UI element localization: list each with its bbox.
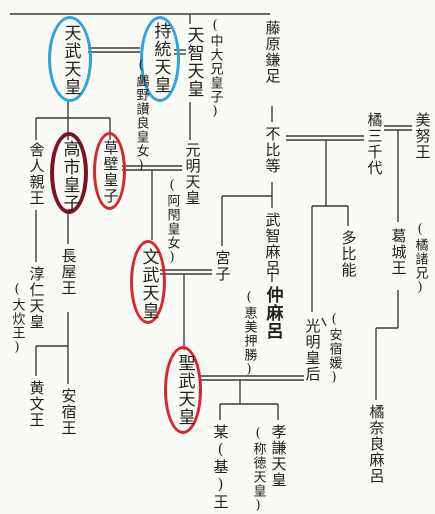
note-jito: (鸕野讃良皇女) [133,58,149,174]
label-asukabe: 安宿王 [59,388,78,436]
note-komyo: (安宿媛) [326,312,342,386]
note-katsuragi: (橘諸兄) [412,222,428,296]
highlight-circle-takechi [50,132,88,214]
note-junnin: (大炊王) [9,282,25,356]
highlight-circle-shomu [164,346,202,434]
label-toneri: 舎人親王 [27,142,46,206]
label-komyo: 光明皇后 [303,318,322,382]
label-genmei: 元明天皇 [183,142,202,206]
label-takechi: 高市皇子 [59,140,80,212]
note-koken: (称徳天皇) [250,426,266,514]
note-nakamaro: (恵美押勝) [241,290,257,378]
label-tahi: 多比能 [339,230,358,278]
label-kusakabe: 草壁皇子 [101,140,120,204]
label-jito: 持統天皇 [150,22,171,94]
label-fuhito: 不比等 [263,126,282,174]
note-tenji: (中大兄皇子) [207,18,223,120]
genealogy-diagram: 天武天皇 持統天皇 (鸕野讃良皇女) 天智天皇 (中大兄皇子) 舎人親王 高市皇… [9,13,432,514]
highlight-circle-tenmu [48,16,92,102]
note-genmei: (阿閇皇女) [164,178,180,266]
label-miyako: 宮子 [213,250,232,282]
label-tenji: 天智天皇 [183,26,204,98]
label-koken: 孝謙天皇 [269,424,288,488]
label-katsuragi: 葛城王 [389,228,408,276]
highlight-circle-kusakabe [93,132,126,210]
label-nakamaro: 仲麻呂 [262,286,283,340]
label-nagaya: 長屋王 [59,248,78,296]
label-boushi: 某(基)王 [211,424,230,510]
label-muchimaro: 武智麻呂 [263,212,282,276]
lineage-lines [10,13,412,420]
label-kamatari: 藤原鎌足 [263,20,282,84]
label-tachibana: 橘三千代 [365,112,384,176]
label-junnin: 淳仁天皇 [27,266,46,330]
highlight-circle-jito [140,16,180,102]
highlight-circle-monmu [130,240,166,324]
label-monmu: 文武天皇 [138,248,159,320]
label-kobun: 黄文王 [27,380,46,428]
label-tenmu: 天武天皇 [60,24,81,96]
label-shomu: 聖武天皇 [174,354,195,426]
label-minu: 美努王 [413,112,432,160]
label-naramaro: 橘奈良麻呂 [367,404,386,484]
